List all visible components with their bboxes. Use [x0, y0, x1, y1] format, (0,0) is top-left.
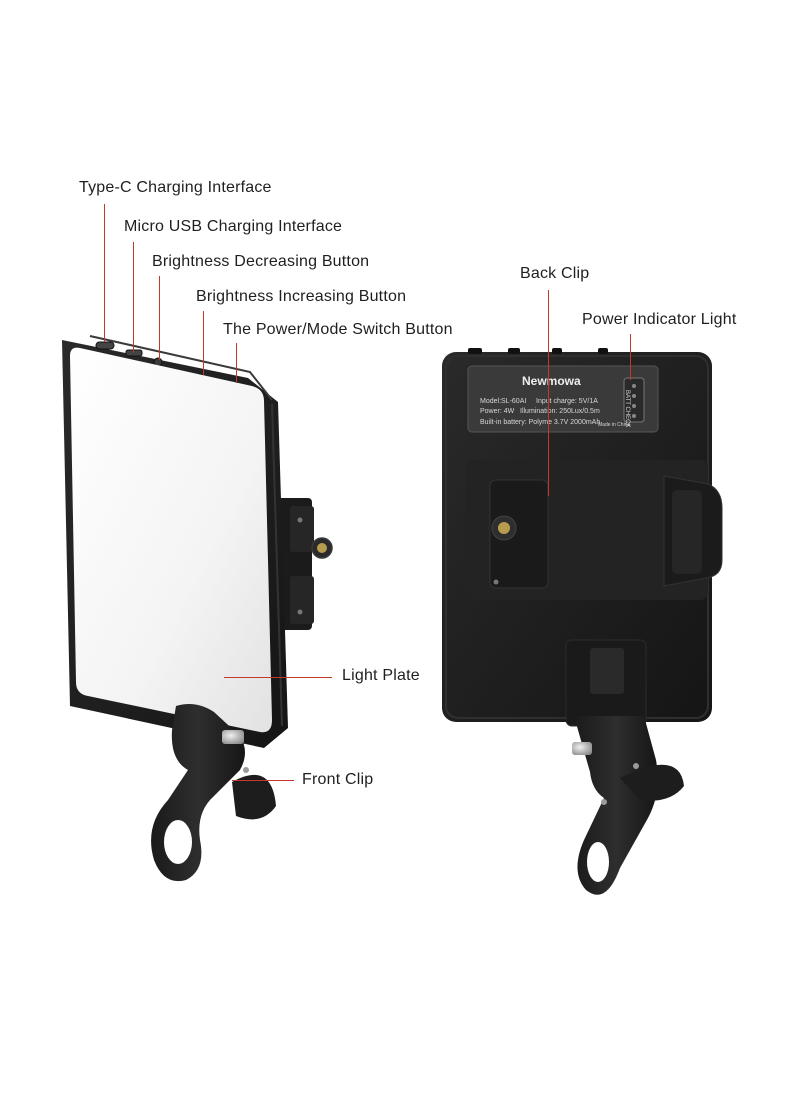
- brand-logo: Newmowa: [522, 374, 581, 388]
- spec-batt-check: BATT CHECK: [624, 390, 630, 428]
- callout-front-clip: Front Clip: [302, 771, 374, 788]
- spec-made-in: Made in China: [598, 422, 631, 428]
- leader-brightness-up: [203, 311, 204, 375]
- leader-back-clip: [548, 290, 549, 496]
- back-bottom-clip: [565, 639, 684, 895]
- type-c-port: [95, 341, 115, 350]
- back-clip: [466, 460, 723, 600]
- callout-micro-usb: Micro USB Charging Interface: [124, 218, 343, 235]
- spec-model: Model:SL-60AI: [480, 398, 527, 405]
- leader-power-mode: [236, 343, 237, 383]
- leader-light-plate: [224, 677, 332, 678]
- leader-brightness-down: [159, 276, 160, 360]
- leader-micro-usb: [133, 242, 134, 352]
- light-plate: [70, 347, 272, 733]
- batt-check-window: [623, 377, 645, 423]
- spec-battery: Built-in battery: Polyme 3.7V 2000mAh: [480, 419, 601, 426]
- callout-power-mode: The Power/Mode Switch Button: [223, 321, 453, 338]
- micro-usb-port: [125, 349, 143, 357]
- leader-type-c: [104, 204, 105, 342]
- spec-input: Input charge: 5V/1A: [536, 398, 598, 405]
- callout-light-plate: Light Plate: [342, 667, 420, 684]
- callout-brightness-down: Brightness Decreasing Button: [152, 253, 370, 270]
- spec-power: Power: 4W: [480, 408, 515, 415]
- spec-label-plate: [467, 365, 659, 433]
- spec-illumination: Illumination: 250Lux/0.5m: [520, 408, 600, 415]
- back-view-light: [442, 348, 723, 895]
- leader-power-indicator: [630, 334, 631, 380]
- callout-brightness-up: Brightness Increasing Button: [196, 288, 407, 305]
- callout-type-c: Type-C Charging Interface: [79, 179, 272, 196]
- front-clip: [151, 704, 276, 882]
- front-view-light: [62, 335, 333, 882]
- leader-front-clip: [232, 780, 294, 781]
- callout-back-clip: Back Clip: [520, 265, 590, 282]
- callout-power-indicator: Power Indicator Light: [582, 311, 737, 328]
